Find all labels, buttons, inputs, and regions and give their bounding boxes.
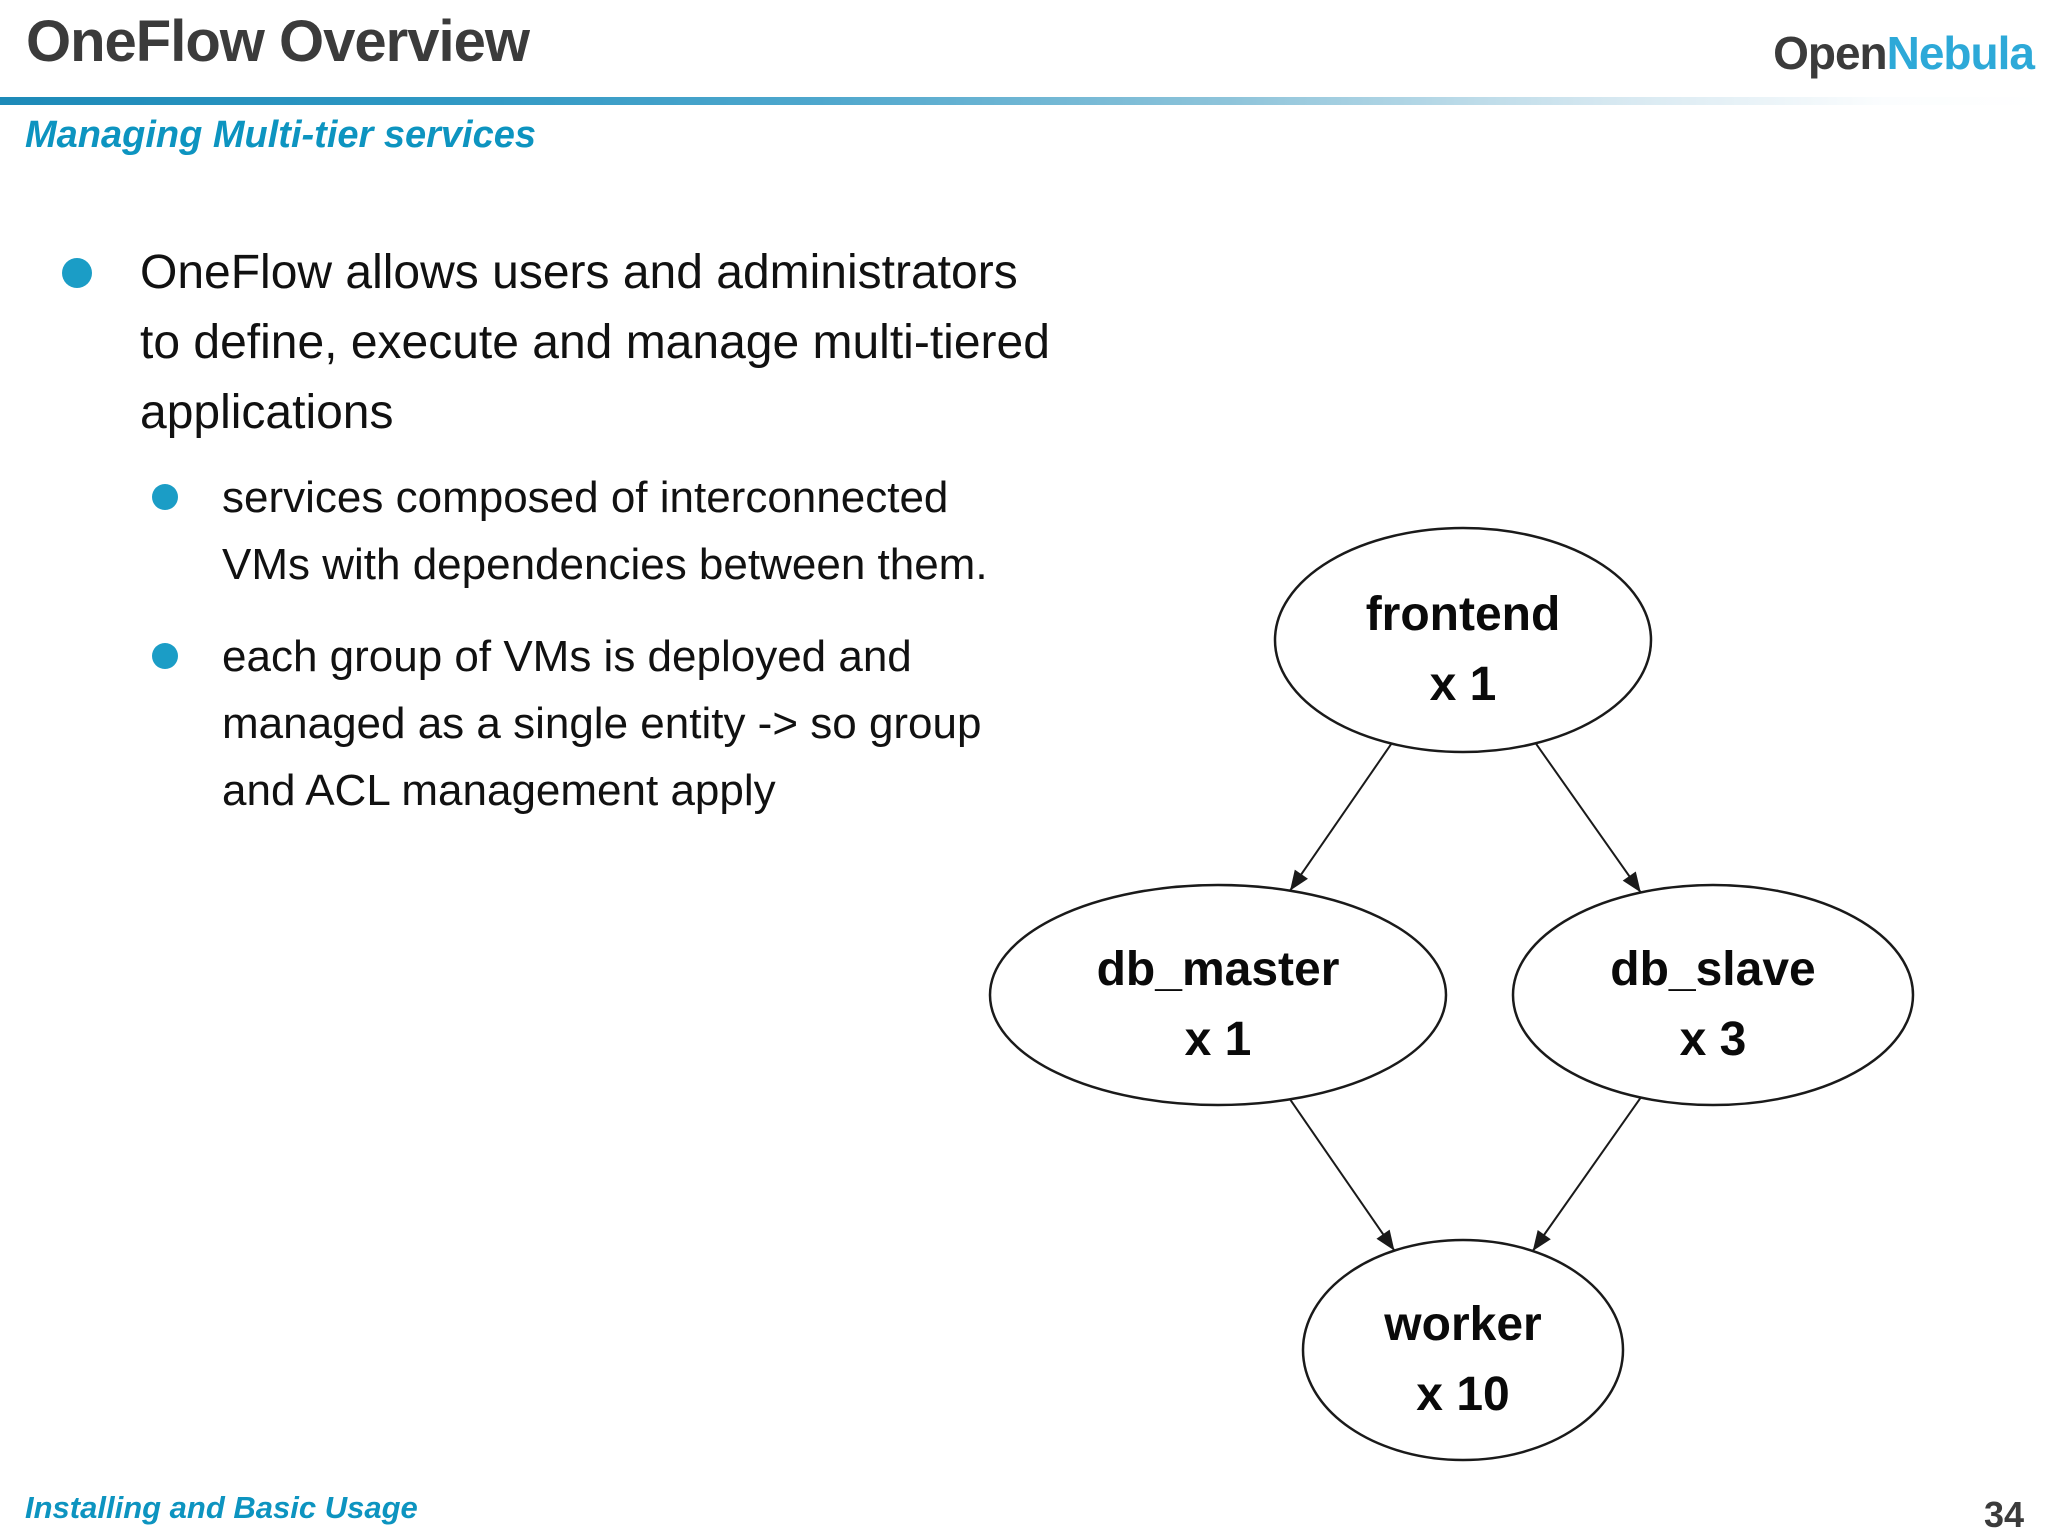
diagram-node-count: x 10: [1416, 1368, 1509, 1421]
diagram-node-count: x 3: [1680, 1013, 1747, 1066]
footer-section-title: Installing and Basic Usage: [25, 1490, 418, 1525]
page-title: OneFlow Overview: [26, 9, 530, 74]
bullet-dot: [62, 258, 92, 288]
diagram-node-label: worker: [1383, 1298, 1541, 1351]
logo-text-open: Open: [1773, 27, 1888, 79]
diagram-edge-frontend-db_slave: [1534, 742, 1642, 894]
page-number: 34: [1983, 1494, 2024, 1535]
diagram-edge-db_master-worker: [1289, 1098, 1396, 1252]
diagram-edge-frontend-db_master: [1289, 743, 1393, 892]
diagram-node-count: x 1: [1185, 1013, 1252, 1066]
diagram-edges: [1289, 742, 1642, 1252]
diagram-node-count: x 1: [1430, 658, 1497, 711]
bullet-dot: [152, 643, 178, 669]
bullet-item: services composed of interconnected VMs …: [222, 473, 988, 589]
diagram-edge-db_slave-worker: [1531, 1096, 1642, 1252]
slide-subtitle: Managing Multi-tier services: [25, 114, 537, 156]
diagram-node-frontend: frontend x 1: [1273, 526, 1653, 754]
diagram-node-label: frontend: [1366, 588, 1561, 641]
diagram-node-label: db_master: [1097, 943, 1340, 996]
bullet-item: OneFlow allows users and administrators …: [140, 246, 1050, 439]
opennebula-logo: OpenNebula: [1773, 26, 2035, 80]
diagram-node-label: db_slave: [1610, 943, 1815, 996]
diagram-node-worker: worker x 10: [1301, 1238, 1625, 1462]
bullet-dot: [152, 484, 178, 510]
bullet-item: each group of VMs is deployed and manage…: [222, 632, 982, 815]
logo-text-nebula: Nebula: [1886, 27, 2035, 79]
header-divider-line: [0, 97, 2048, 105]
